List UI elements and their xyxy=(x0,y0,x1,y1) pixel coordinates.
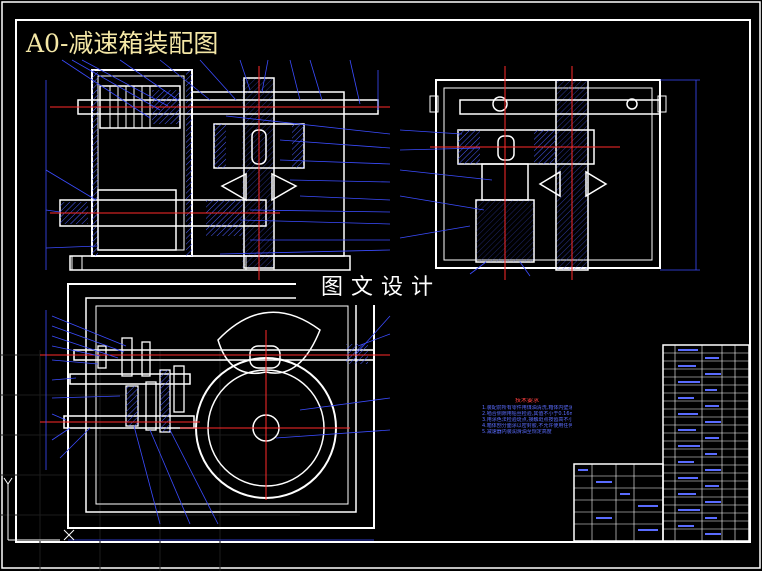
technical-requirements-heading: 技术要求 xyxy=(514,398,539,404)
top-leaders xyxy=(45,310,391,541)
technical-requirement-line: 4.箱体剖分面涂以密封胶,不允许使用任何填料 xyxy=(482,423,572,429)
top-view xyxy=(40,283,390,529)
front-view xyxy=(50,66,390,280)
technical-requirement-line: 2.啮合侧隙用铅丝检验,其值不小于0.16mm xyxy=(482,411,572,417)
watermark-label: 图文设计 xyxy=(296,271,466,305)
technical-requirements: 技术要求 1.装配前所有零件用煤油清洗,箱体内壁涂耐油油漆 2.啮合侧隙用铅丝检… xyxy=(482,398,572,435)
technical-requirement-line: 5.减速器内装润滑油至规定高度 xyxy=(482,429,552,435)
side-dimensions xyxy=(399,79,700,277)
drawing-title: A0-减速箱装配图 xyxy=(26,29,219,58)
technical-requirement-line: 1.装配前所有零件用煤油清洗,箱体内壁涂耐油油漆 xyxy=(482,405,572,411)
parts-list-table xyxy=(573,344,750,542)
technical-requirement-line: 3.用涂色法检验斑点,接触斑点按齿高不小于40% xyxy=(482,417,572,423)
front-leaders xyxy=(45,59,391,270)
inner-frame xyxy=(15,19,751,543)
background-grid xyxy=(0,350,300,571)
side-view xyxy=(429,66,667,280)
ucs-axis-icon xyxy=(3,477,75,541)
